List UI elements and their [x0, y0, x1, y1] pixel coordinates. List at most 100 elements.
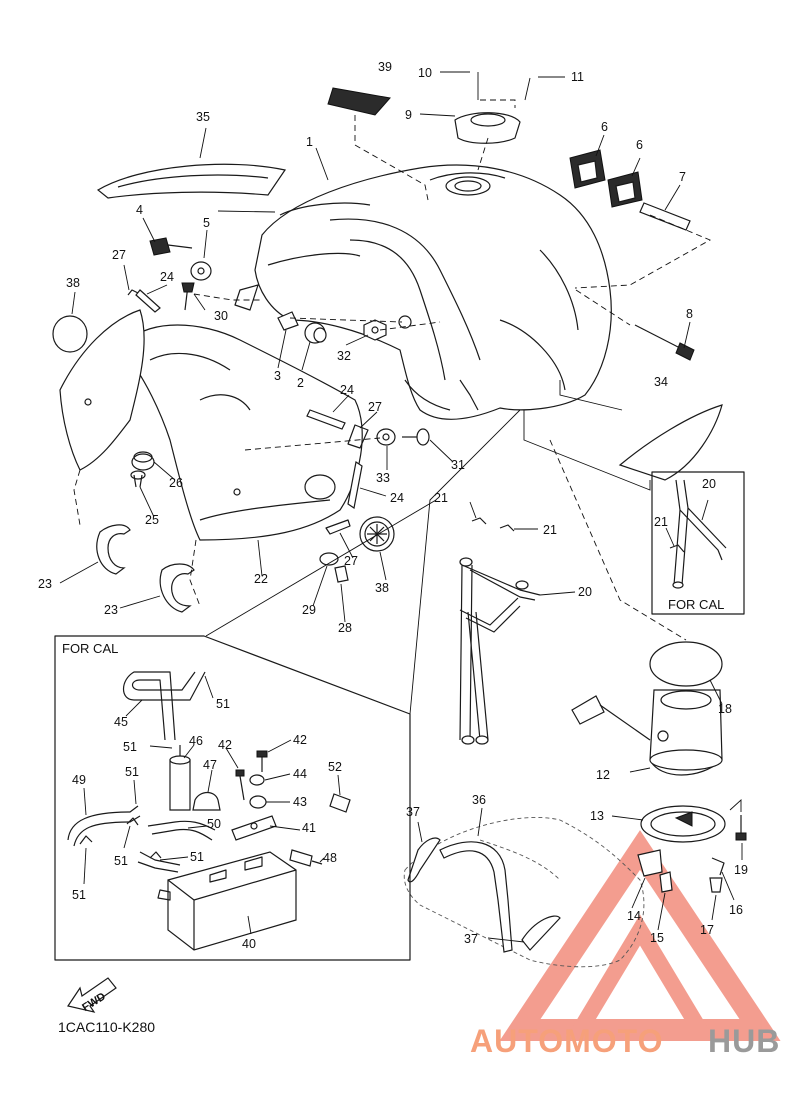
callout-35: 35: [196, 110, 210, 124]
callout-16: 16: [729, 903, 743, 917]
callout-20-cal: 20: [702, 477, 716, 491]
pad-35: [96, 163, 286, 199]
clip-27-low: [325, 519, 351, 535]
hose-45: [122, 671, 206, 741]
callout-24-low: 24: [390, 491, 404, 505]
clip-16: [711, 857, 725, 876]
clip-27-mid: [347, 424, 369, 449]
callout-51-a: 51: [216, 697, 230, 711]
pad-34: [618, 404, 723, 481]
bolt-28: [334, 565, 349, 583]
seal-37-bottom: [521, 915, 561, 951]
collar-7: [639, 202, 691, 231]
clip-21-c: [669, 544, 685, 553]
bolt-19: [735, 815, 747, 841]
callout-18: 18: [718, 702, 732, 716]
grommet-23-b: [159, 563, 195, 613]
clip-27-top: [127, 289, 139, 296]
callout-5: 5: [203, 216, 210, 230]
clip-21-b: [499, 524, 515, 532]
screw-15: [659, 871, 673, 893]
callout-2: 2: [297, 376, 304, 390]
callout-23-b: 23: [104, 603, 118, 617]
bolt-4: [149, 237, 193, 256]
callout-47: 47: [203, 758, 217, 772]
collar-25: [130, 470, 146, 488]
callout-44: 44: [293, 767, 307, 781]
for-cal-inset-frame: [651, 471, 745, 615]
fuel-hose-20: [459, 557, 541, 745]
grommet-26: [131, 451, 155, 471]
callout-27-low: 27: [344, 554, 358, 568]
callout-34: 34: [654, 375, 668, 389]
for-cal-box-label: FOR CAL: [62, 641, 118, 656]
collar-52: [329, 793, 351, 813]
callout-27-top: 27: [112, 248, 126, 262]
hose-49: [67, 805, 141, 847]
seal-36: [439, 841, 513, 953]
callout-51-d: 51: [114, 854, 128, 868]
callout-48: 48: [323, 851, 337, 865]
callout-38-left: 38: [66, 276, 80, 290]
valve-46: [169, 745, 191, 811]
check-valve-48: [289, 849, 323, 867]
callout-6-a: 6: [601, 120, 608, 134]
callout-9: 9: [405, 108, 412, 122]
clamp-14: [637, 849, 663, 877]
callout-20-main: 20: [578, 585, 592, 599]
callout-50: 50: [207, 817, 221, 831]
callout-32: 32: [337, 349, 351, 363]
callout-25: 25: [145, 513, 159, 527]
tank-side-cover-left: [129, 324, 363, 541]
callout-51-c: 51: [125, 765, 139, 779]
seal-37-top: [407, 837, 441, 883]
bolt-42b: [256, 750, 268, 772]
screw-17: [709, 877, 723, 893]
callout-42-b: 42: [293, 733, 307, 747]
leader-lines: [59, 71, 743, 943]
callout-37-top: 37: [406, 805, 420, 819]
callout-labels: 1 2 3 4 5 6 6 7 8 9 10 11 12 13 14 15 16…: [38, 60, 748, 951]
callout-46: 46: [189, 734, 203, 748]
callout-11: 11: [571, 70, 584, 84]
callout-24-mid: 24: [340, 383, 354, 397]
callout-28: 28: [338, 621, 352, 635]
emblem-38: [359, 516, 395, 552]
fuel-cap-assembly: [454, 72, 531, 171]
pump-plate-13: [640, 805, 726, 843]
washer-5: [190, 261, 212, 281]
callout-26: 26: [169, 476, 183, 490]
callout-7: 7: [679, 170, 686, 184]
hose-50: [147, 820, 216, 841]
canister-40: [157, 851, 297, 951]
watermark-text: AUTOMOTO HUB: [470, 1023, 779, 1059]
gasket-18: [649, 641, 723, 687]
watermark-text-part1: AUTOMOTO: [470, 1023, 663, 1059]
damper-6-b: [607, 171, 643, 208]
washer-29: [319, 552, 339, 566]
callout-33: 33: [376, 471, 390, 485]
callout-22: 22: [254, 572, 268, 586]
watermark-triangle-logo: [499, 830, 781, 1041]
washer-33: [376, 428, 396, 446]
tank-outline-ghost: [403, 817, 645, 968]
callout-13: 13: [590, 809, 604, 823]
clip-51-c: [149, 851, 162, 859]
callout-45: 45: [114, 715, 128, 729]
callout-27-mid: 27: [368, 400, 382, 414]
callout-37-bottom: 37: [464, 932, 478, 946]
callout-1: 1: [306, 135, 313, 149]
callout-38-emblem: 38: [375, 581, 389, 595]
bracket-47: [192, 791, 221, 811]
callout-10: 10: [418, 66, 432, 80]
bracket-3: [277, 311, 299, 331]
callout-29: 29: [302, 603, 316, 617]
nut-32: [363, 319, 387, 341]
part-38-disc: [52, 315, 88, 353]
fuel-hose-20-cal: [672, 479, 727, 589]
callout-23-a: 23: [38, 577, 52, 591]
side-panel-outer: [59, 309, 145, 471]
callout-43: 43: [293, 795, 307, 809]
damper-6-a: [569, 149, 606, 189]
callout-51-f: 51: [72, 888, 86, 902]
